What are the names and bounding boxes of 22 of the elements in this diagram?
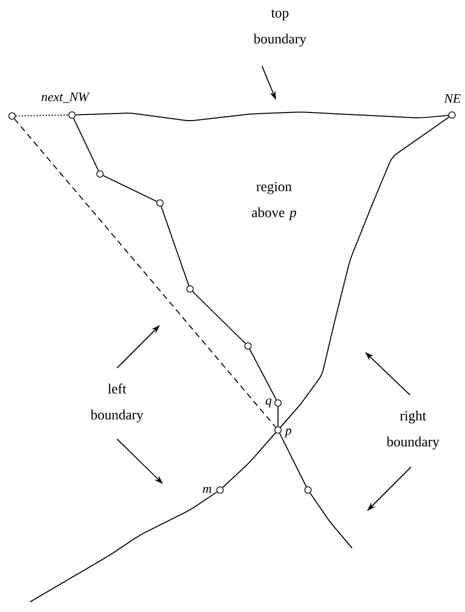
boundary-label: left boundary bbox=[90, 384, 144, 422]
boundary-line bbox=[73, 118, 99, 172]
boundary-line bbox=[280, 116, 450, 428]
boundary-line bbox=[249, 348, 277, 400]
boundary-line bbox=[310, 492, 352, 548]
vertex-label: m bbox=[202, 486, 212, 494]
vertex-label: q bbox=[266, 398, 272, 408]
boundary-line bbox=[75, 112, 449, 122]
vertex-label: NE bbox=[444, 94, 461, 103]
vertex-label: p bbox=[284, 428, 292, 438]
boundary-line bbox=[30, 492, 218, 602]
boundary-line bbox=[160, 206, 190, 286]
dashed-line bbox=[14, 118, 276, 428]
dashed-line bbox=[16, 114, 68, 117]
boundary-line bbox=[102, 175, 158, 202]
boundary-line bbox=[222, 432, 276, 488]
vertex-label: next_NW bbox=[42, 92, 90, 103]
boundary-line bbox=[279, 432, 307, 488]
region-label: region above p bbox=[252, 182, 296, 220]
boundary-line bbox=[192, 291, 246, 344]
boundary-label: right boundary bbox=[386, 410, 440, 450]
boundary-label: top boundary bbox=[254, 10, 306, 46]
